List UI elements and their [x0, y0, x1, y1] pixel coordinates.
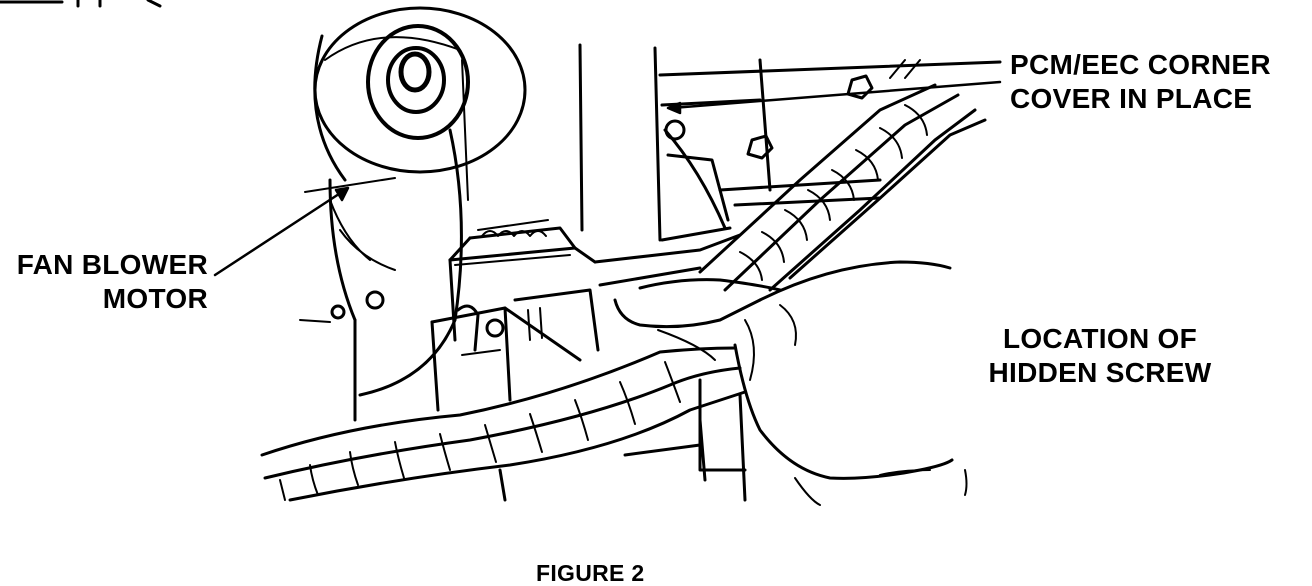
fan-label-line1: FAN BLOWER [16, 249, 208, 280]
pcm-leader-arrowhead [666, 101, 682, 115]
firewall-panel [718, 58, 921, 207]
figure-caption: FIGURE 2 [536, 560, 645, 586]
pcm-leader [670, 80, 1002, 110]
pcm-eec-module [430, 219, 600, 412]
lower-trim-panel [260, 346, 747, 502]
fan-leader-2 [304, 177, 396, 193]
scan-artifact [0, 0, 162, 8]
hidden-screw-label-line2: HIDDEN SCREW [988, 357, 1212, 388]
pcm-eec-corner-cover-label: PCM/EEC CORNER COVER IN PLACE [1010, 48, 1271, 116]
pcm-label-line2: COVER IN PLACE [1010, 83, 1253, 114]
fan-blower-motor-label: FAN BLOWER MOTOR [0, 248, 208, 316]
corner-cover-trim [698, 83, 987, 292]
hidden-screw-label-line1: LOCATION OF [1002, 323, 1198, 354]
pcm-label-line1: PCM/EEC CORNER [1010, 49, 1271, 80]
leader-lines [213, 80, 1002, 277]
fan-leader [213, 188, 347, 277]
hidden-screw-location-label: LOCATION OF HIDDEN SCREW [975, 322, 1225, 390]
fan-blower-motor [299, 6, 527, 422]
hand [613, 260, 968, 506]
fan-label-line2: MOTOR [102, 283, 208, 314]
duct-panel [578, 43, 1002, 287]
fan-leader-arrowhead [334, 186, 350, 202]
